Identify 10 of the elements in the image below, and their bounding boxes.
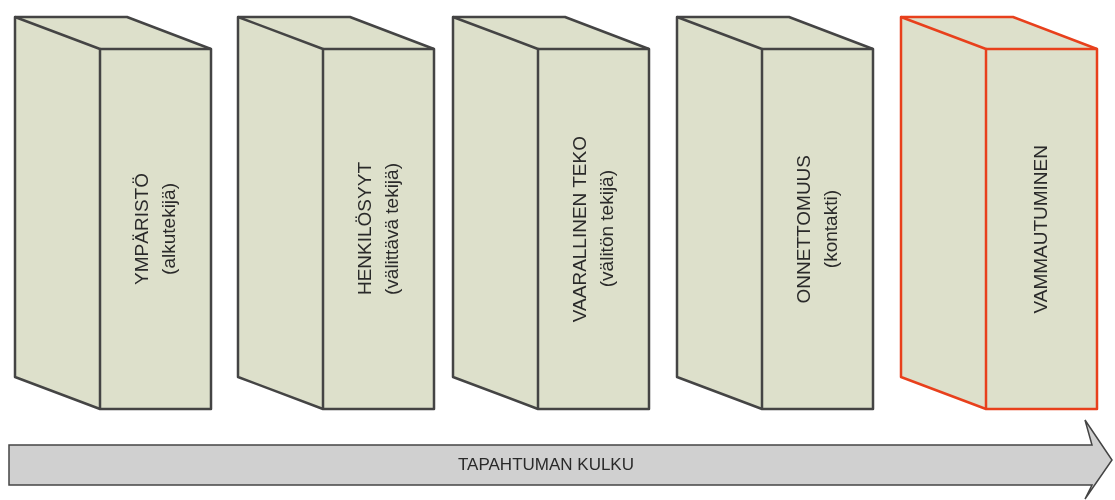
box-subtitle: (kontakti) bbox=[819, 189, 842, 269]
box-title: ONNETTOMUUS bbox=[792, 154, 815, 304]
box-title: YMPÄRISTÖ bbox=[130, 173, 153, 285]
box-title: HENKILÖSYYT bbox=[353, 162, 376, 296]
arrow-label: TAPAHTUMAN KULKU bbox=[458, 455, 634, 475]
box-title: VAARALLINEN TEKO bbox=[568, 135, 591, 323]
box-title: VAMMAUTUMINEN bbox=[1030, 144, 1053, 314]
box-subtitle: (välittävä tekijä) bbox=[380, 163, 403, 295]
box-subtitle: (alkutekijä) bbox=[157, 183, 180, 275]
box-subtitle: (välitön tekijä) bbox=[595, 170, 618, 288]
